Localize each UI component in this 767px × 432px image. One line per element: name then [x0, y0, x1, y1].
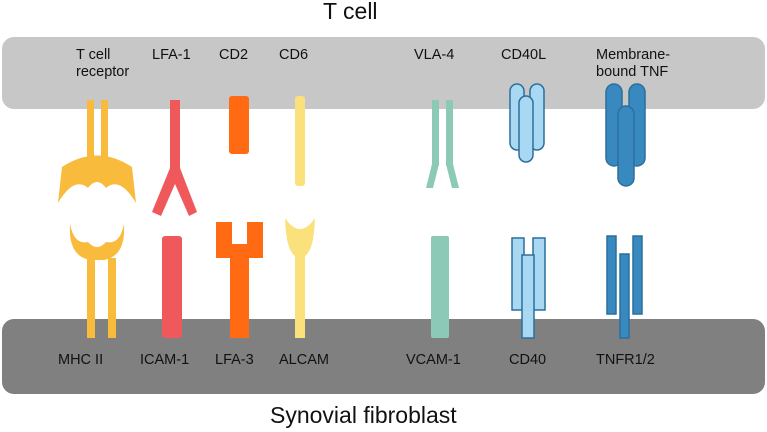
label-t-cell-receptor: T cell receptor: [76, 47, 130, 80]
icam-1-shape: [162, 236, 182, 338]
fibroblast-title: Synovial fibroblast: [270, 402, 457, 428]
label-mhc-ii: MHC II: [58, 352, 104, 368]
label-lfa-1: LFA-1: [152, 47, 191, 63]
label-cd2: CD2: [219, 47, 249, 63]
label-icam-1: ICAM-1: [140, 352, 190, 368]
cd40l-shape: [509, 83, 545, 163]
vla-4-shape: [426, 100, 459, 188]
mhc-ii-shape: [69, 224, 125, 338]
fibroblast-membrane: [2, 319, 765, 394]
label-lfa-3: LFA-3: [215, 352, 254, 368]
cd2-shape: [229, 96, 249, 154]
label-alcam: ALCAM: [279, 352, 329, 368]
lfa-1-shape: [152, 100, 197, 216]
label-cd6: CD6: [279, 47, 309, 63]
t-cell-title: T cell: [323, 0, 378, 24]
tcr-shape: [58, 100, 136, 203]
cd6-shape: [295, 96, 305, 186]
alcam-shape: [285, 218, 315, 338]
label-vla-4: VLA-4: [414, 47, 455, 63]
label-membrane-bound-tnf: Membrane- bound TNF: [596, 47, 671, 80]
cd40-shape: [511, 237, 546, 339]
label-tnfr1-2: TNFR1/2: [596, 352, 655, 368]
label-cd40: CD40: [509, 352, 547, 368]
label-cd40l: CD40L: [501, 47, 547, 63]
vcam-1-shape: [431, 236, 449, 338]
label-vcam-1: VCAM-1: [406, 352, 461, 368]
tnfr-shape: [606, 235, 643, 339]
tnf-shape: [605, 83, 646, 187]
lfa-3-shape: [216, 222, 263, 338]
